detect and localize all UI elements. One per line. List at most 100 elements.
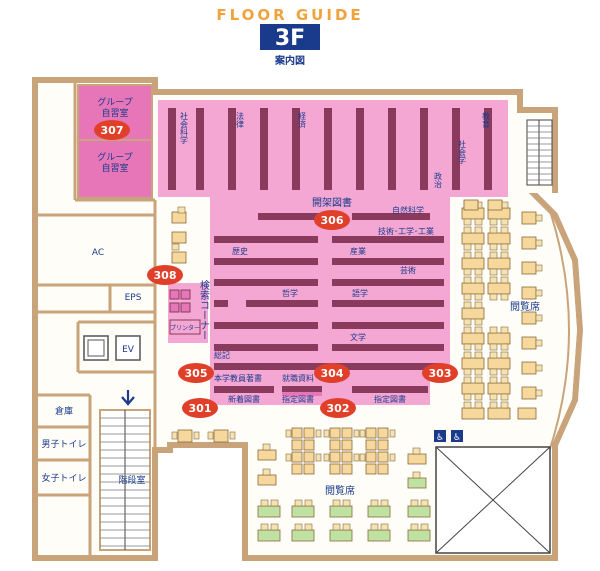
chair[interactable] bbox=[463, 401, 472, 409]
chair[interactable] bbox=[262, 443, 271, 451]
reading-table[interactable] bbox=[367, 505, 391, 518]
chair[interactable] bbox=[410, 523, 419, 531]
chair[interactable] bbox=[489, 343, 498, 351]
chair[interactable] bbox=[304, 499, 313, 507]
chair[interactable] bbox=[332, 523, 341, 531]
reading-table[interactable] bbox=[341, 439, 353, 451]
chair[interactable] bbox=[463, 251, 472, 259]
chair[interactable] bbox=[342, 523, 351, 531]
chair[interactable] bbox=[489, 326, 498, 334]
chair[interactable] bbox=[535, 214, 543, 222]
reading-table[interactable] bbox=[487, 382, 511, 395]
chair[interactable] bbox=[489, 218, 498, 226]
chair[interactable] bbox=[500, 351, 509, 359]
chair[interactable] bbox=[474, 293, 483, 301]
chair[interactable] bbox=[353, 453, 360, 462]
chair[interactable] bbox=[463, 268, 472, 276]
reading-table[interactable] bbox=[521, 211, 537, 225]
reading-table[interactable] bbox=[463, 199, 479, 211]
chair[interactable] bbox=[463, 368, 472, 376]
chair[interactable] bbox=[229, 431, 236, 440]
chair[interactable] bbox=[342, 499, 351, 507]
chair[interactable] bbox=[535, 389, 543, 397]
chair[interactable] bbox=[500, 376, 509, 384]
chair[interactable] bbox=[489, 268, 498, 276]
chair[interactable] bbox=[489, 226, 498, 234]
reading-table[interactable] bbox=[461, 282, 485, 295]
chair[interactable] bbox=[500, 276, 509, 284]
chair[interactable] bbox=[370, 499, 379, 507]
reading-table[interactable] bbox=[367, 529, 391, 542]
reading-table[interactable] bbox=[407, 477, 427, 489]
chair[interactable] bbox=[474, 351, 483, 359]
chair[interactable] bbox=[332, 499, 341, 507]
reading-table[interactable] bbox=[329, 529, 353, 542]
chair[interactable] bbox=[535, 339, 543, 347]
chair[interactable] bbox=[500, 368, 509, 376]
chair[interactable] bbox=[285, 429, 292, 438]
reading-table[interactable] bbox=[365, 427, 377, 439]
chair[interactable] bbox=[389, 429, 396, 438]
chair[interactable] bbox=[260, 523, 269, 531]
chair[interactable] bbox=[489, 276, 498, 284]
chair[interactable] bbox=[535, 289, 543, 297]
chair[interactable] bbox=[323, 429, 330, 438]
reading-table[interactable] bbox=[461, 307, 485, 320]
chair[interactable] bbox=[489, 393, 498, 401]
chair[interactable] bbox=[463, 301, 472, 309]
chair[interactable] bbox=[294, 523, 303, 531]
chair[interactable] bbox=[207, 431, 214, 440]
chair[interactable] bbox=[171, 431, 178, 440]
reading-table[interactable] bbox=[329, 439, 341, 451]
chair[interactable] bbox=[420, 523, 429, 531]
chair[interactable] bbox=[294, 499, 303, 507]
reading-table[interactable] bbox=[171, 251, 187, 264]
chair[interactable] bbox=[270, 499, 279, 507]
chair[interactable] bbox=[315, 429, 322, 438]
chair[interactable] bbox=[193, 431, 200, 440]
reading-table[interactable] bbox=[303, 427, 315, 439]
reading-table[interactable] bbox=[487, 232, 511, 245]
chair[interactable] bbox=[370, 523, 379, 531]
chair[interactable] bbox=[270, 523, 279, 531]
reading-table[interactable] bbox=[487, 332, 511, 345]
chair[interactable] bbox=[474, 401, 483, 409]
reading-table[interactable] bbox=[521, 311, 537, 325]
chair[interactable] bbox=[463, 318, 472, 326]
reading-table[interactable] bbox=[303, 439, 315, 451]
chair[interactable] bbox=[463, 276, 472, 284]
chair[interactable] bbox=[177, 206, 186, 214]
chair[interactable] bbox=[420, 499, 429, 507]
chair[interactable] bbox=[474, 226, 483, 234]
chair[interactable] bbox=[500, 326, 509, 334]
reading-table[interactable] bbox=[407, 453, 427, 465]
chair[interactable] bbox=[463, 343, 472, 351]
chair[interactable] bbox=[463, 326, 472, 334]
chair[interactable] bbox=[463, 376, 472, 384]
reading-table[interactable] bbox=[329, 505, 353, 518]
reading-table[interactable] bbox=[291, 439, 303, 451]
chair[interactable] bbox=[389, 453, 396, 462]
chair[interactable] bbox=[535, 239, 543, 247]
chair[interactable] bbox=[260, 499, 269, 507]
reading-table[interactable] bbox=[171, 231, 187, 244]
reading-table[interactable] bbox=[407, 505, 431, 518]
chair[interactable] bbox=[285, 453, 292, 462]
chair[interactable] bbox=[474, 368, 483, 376]
chair[interactable] bbox=[315, 453, 322, 462]
chair[interactable] bbox=[489, 293, 498, 301]
chair[interactable] bbox=[500, 393, 509, 401]
chair[interactable] bbox=[535, 314, 543, 322]
reading-table[interactable] bbox=[171, 211, 187, 224]
reading-table[interactable] bbox=[487, 282, 511, 295]
reading-table[interactable] bbox=[377, 451, 389, 463]
reading-table[interactable] bbox=[521, 386, 537, 400]
reading-table[interactable] bbox=[487, 257, 511, 270]
chair[interactable] bbox=[500, 401, 509, 409]
chair[interactable] bbox=[489, 251, 498, 259]
reading-table[interactable] bbox=[521, 336, 537, 350]
chair[interactable] bbox=[474, 393, 483, 401]
search-terminals[interactable] bbox=[169, 289, 191, 313]
reading-table[interactable] bbox=[257, 529, 281, 542]
reading-table[interactable] bbox=[329, 463, 341, 475]
